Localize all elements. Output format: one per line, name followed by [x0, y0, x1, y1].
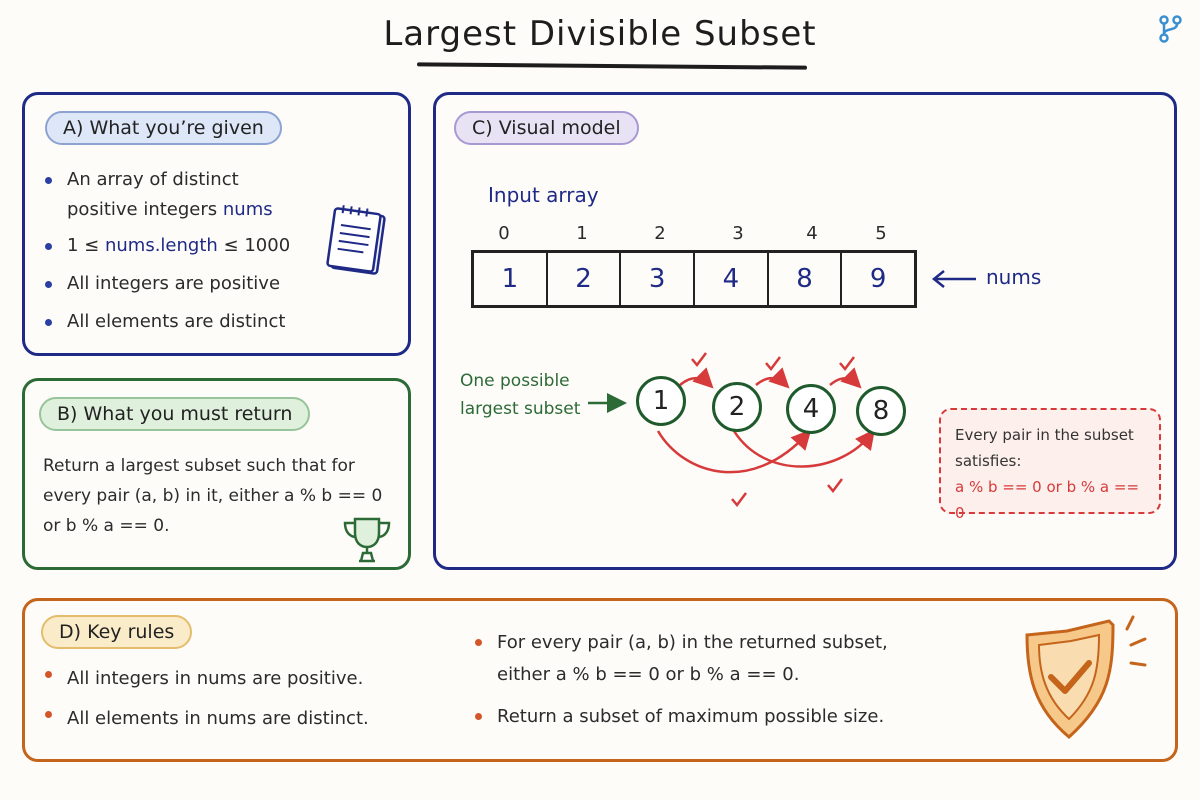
notepad-icon: [326, 205, 386, 275]
given-item: 1 ≤ nums.length ≤ 1000: [43, 231, 313, 261]
rule-item: Return a subset of maximum possible size…: [473, 701, 913, 733]
divides-arrow: [679, 367, 714, 389]
panel-d-heading: D) Key rules: [41, 615, 193, 649]
given-item: All elements are distinct: [43, 307, 313, 337]
right-rules-list: For every pair (a, b) in the returned su…: [473, 627, 913, 733]
divides-arrow: [732, 429, 876, 468]
array-cell: 9: [869, 264, 887, 294]
array-index: 4: [806, 223, 818, 244]
array-cell: 1: [474, 253, 548, 305]
panel-b-heading: B) What you must return: [39, 397, 311, 431]
page-title: Largest Divisible Subset: [383, 14, 817, 54]
divides-arrow: [755, 367, 790, 389]
panel-key-rules: D) Key rules All integers in nums are po…: [22, 598, 1178, 762]
rule-item: All elements in nums are distinct.: [43, 699, 443, 739]
array-index: 2: [654, 223, 666, 244]
given-item: An array of distinct positive integers n…: [43, 165, 313, 225]
trophy-icon: [343, 517, 391, 563]
array-cell: 4: [695, 253, 769, 305]
left-rules-list: All integers in nums are positive. All e…: [43, 659, 443, 739]
check-icon: [731, 492, 747, 508]
subset-node: 1: [636, 376, 686, 426]
array-cell: 3: [621, 253, 696, 305]
rule-item: All integers in nums are positive.: [43, 659, 443, 699]
array-index: 5: [875, 223, 887, 244]
left-arrow-icon: [931, 270, 976, 288]
subset-arrows: [588, 352, 876, 508]
array-index: 1: [576, 223, 588, 244]
input-array: 1 2 3 4 8 9: [471, 250, 917, 308]
divides-arrow: [656, 429, 812, 474]
divides-arrow: [829, 367, 862, 389]
input-array-label: Input array: [488, 183, 599, 207]
given-item: All integers are positive: [43, 269, 313, 299]
array-name-label: nums: [986, 265, 1042, 289]
subset-node: 8: [856, 386, 906, 436]
return-description: Return a largest subset such that for ev…: [43, 456, 383, 536]
title-underline: [416, 62, 808, 70]
array-cell: 8: [769, 253, 843, 305]
rule-item: For every pair (a, b) in the returned su…: [473, 627, 913, 691]
panel-c-heading: C) Visual model: [454, 111, 639, 145]
check-icon: [839, 356, 855, 372]
panel-a-heading: A) What you’re given: [45, 111, 282, 145]
check-icon: [827, 478, 843, 494]
given-list: An array of distinct positive integers n…: [43, 165, 313, 337]
panel-visual-model: C) Visual model Input array 0 1 2 3 4 5 …: [433, 92, 1177, 570]
array-index: 3: [732, 223, 744, 244]
pair-condition-note: Every pair in the subset satisfies: a % …: [939, 408, 1161, 522]
subset-label: One possible largest subset: [460, 371, 581, 419]
array-index: 0: [498, 223, 510, 244]
panel-given: A) What you’re given An array of distinc…: [22, 92, 411, 356]
array-cell: 2: [548, 253, 622, 305]
check-icon: [765, 356, 781, 372]
panel-return: B) What you must return Return a largest…: [22, 378, 411, 570]
shield-check-icon: [1025, 615, 1147, 739]
branch-icon: [1159, 15, 1182, 43]
check-icon: [691, 352, 707, 368]
subset-node: 4: [786, 384, 836, 434]
subset-node: 2: [712, 382, 762, 432]
